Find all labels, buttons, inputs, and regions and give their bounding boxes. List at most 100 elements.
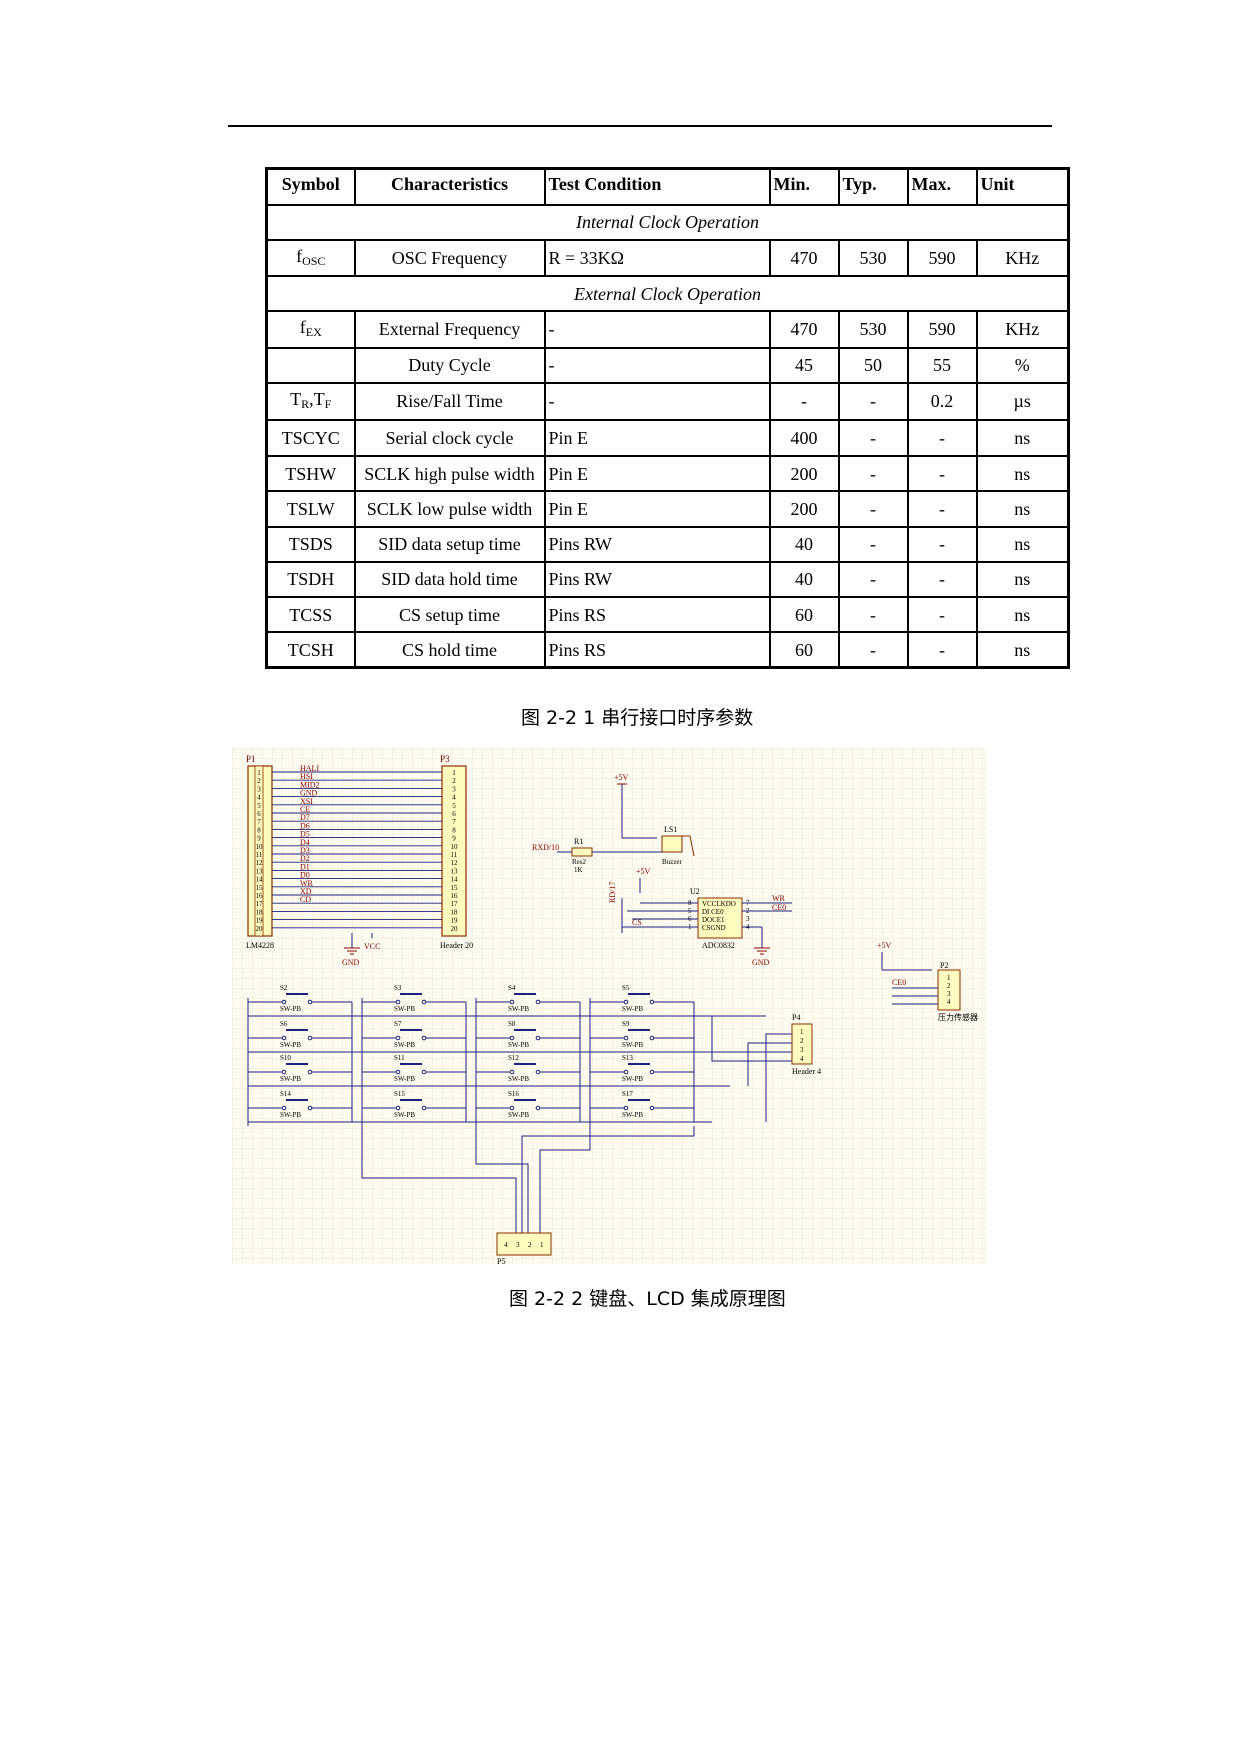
svg-text:P5: P5 [497,1257,505,1264]
switch-contact [623,999,629,1005]
switch-contact [535,999,541,1005]
switch-contact [307,1035,313,1041]
switch-ref: S13 [622,1054,633,1062]
p3-pin-number: 7 [452,818,456,826]
cell-condition: - [543,310,771,349]
cell-max: - [906,525,978,563]
net-label: D7 [300,813,310,822]
switch-contact [623,1035,629,1041]
p3-pin-number: 9 [452,835,456,843]
svg-text:ADC0832: ADC0832 [702,941,735,950]
p3-pin-number: 14 [451,876,459,884]
svg-text:CE0: CE0 [892,978,906,987]
p2-pin-number: 2 [947,982,951,990]
cell-typ: - [837,455,909,493]
table-row: Duty Cycle - 45 50 55 % [265,346,1070,384]
svg-text:GND: GND [752,958,770,967]
cell-typ: - [837,490,909,528]
table-row: TSHW SCLK high pulse width Pin E 200 - -… [265,455,1070,493]
p1-pin-number: 1 [257,769,261,777]
net-label: D4 [300,838,310,847]
switch-contact [395,1069,401,1075]
switch-type: SW-PB [508,1041,529,1049]
net-label: CE [300,805,310,814]
cell-min: 60 [768,595,840,634]
row-wire [747,1042,792,1086]
net-label: HALI [300,764,319,773]
net-label: CD [300,895,311,904]
switch-contact [649,1105,655,1111]
section-row: Internal Clock Operation [265,203,1070,241]
svg-text:1K: 1K [574,866,583,874]
net-label: XSI [300,797,313,806]
cell-unit: µs [975,381,1070,421]
p1-pin-number: 3 [257,785,261,793]
col-header-typ: Typ. [837,167,909,206]
cell-max: - [906,418,978,458]
cell-unit: ns [975,595,1070,634]
cell-min: 400 [768,418,840,458]
p2-pin-number: 3 [947,990,951,998]
switch-contact [623,1105,629,1111]
cell-max: - [906,560,978,598]
table-row: TSLW SCLK low pulse width Pin E 200 - - … [265,490,1070,528]
cell-characteristic: CS setup time [353,595,546,634]
column-wire [475,1126,529,1233]
p2-pin-number: 4 [947,998,951,1006]
p3-pin-number: 1 [452,769,456,777]
p3-pin-number: 15 [451,884,459,892]
u2-pin-label: DI CE0 [702,908,724,916]
net-label: HSI [300,772,313,781]
p3-pin-number: 20 [451,925,459,933]
svg-text:VCC: VCC [364,942,380,951]
cell-condition: Pins RS [543,631,771,669]
figure-caption-schematic: 图 2-2 2 键盘、LCD 集成原理图 [509,1288,786,1310]
section-external-clock: External Clock Operation [265,275,1070,313]
p1-pin-number: 12 [256,859,264,867]
switch-contact [509,999,515,1005]
p3-pin-number: 3 [452,785,456,793]
switch-ref: S2 [280,984,288,992]
cell-unit: ns [975,418,1070,458]
switch-type: SW-PB [394,1041,415,1049]
cell-symbol: TCSH [265,631,356,669]
switch-ref: S12 [508,1054,519,1062]
column-wire [521,1126,695,1233]
p1-pin-number: 19 [256,917,264,925]
cell-max: - [906,595,978,634]
switch-contact [281,1105,287,1111]
cell-max: - [906,455,978,493]
switch-contact [395,1105,401,1111]
net-label: XD [300,887,312,896]
cell-max: 590 [906,310,978,349]
svg-text:GND: GND [342,958,360,967]
switch-contact [535,1069,541,1075]
svg-text:P2: P2 [940,961,948,970]
switch-type: SW-PB [508,1111,529,1119]
p1-pin-number: 6 [257,810,261,818]
cell-typ: - [837,631,909,669]
p5-pin-number: 4 [504,1241,508,1249]
cell-characteristic: SID data setup time [353,525,546,563]
cell-unit: ns [975,560,1070,598]
cell-min: 200 [768,455,840,493]
cell-condition: Pins RW [543,525,771,563]
switch-type: SW-PB [622,1075,643,1083]
col-header-symbol: Symbol [265,167,356,206]
col-header-unit: Unit [975,167,1070,206]
col-header-max: Max. [906,167,978,206]
cell-condition: - [543,346,771,384]
cell-min: 200 [768,490,840,528]
cell-max: 0.2 [906,381,978,421]
p1-pin-number: 15 [256,884,264,892]
p3-pin-number: 5 [452,802,456,810]
svg-text:压力传感器: 压力传感器 [938,1012,978,1022]
